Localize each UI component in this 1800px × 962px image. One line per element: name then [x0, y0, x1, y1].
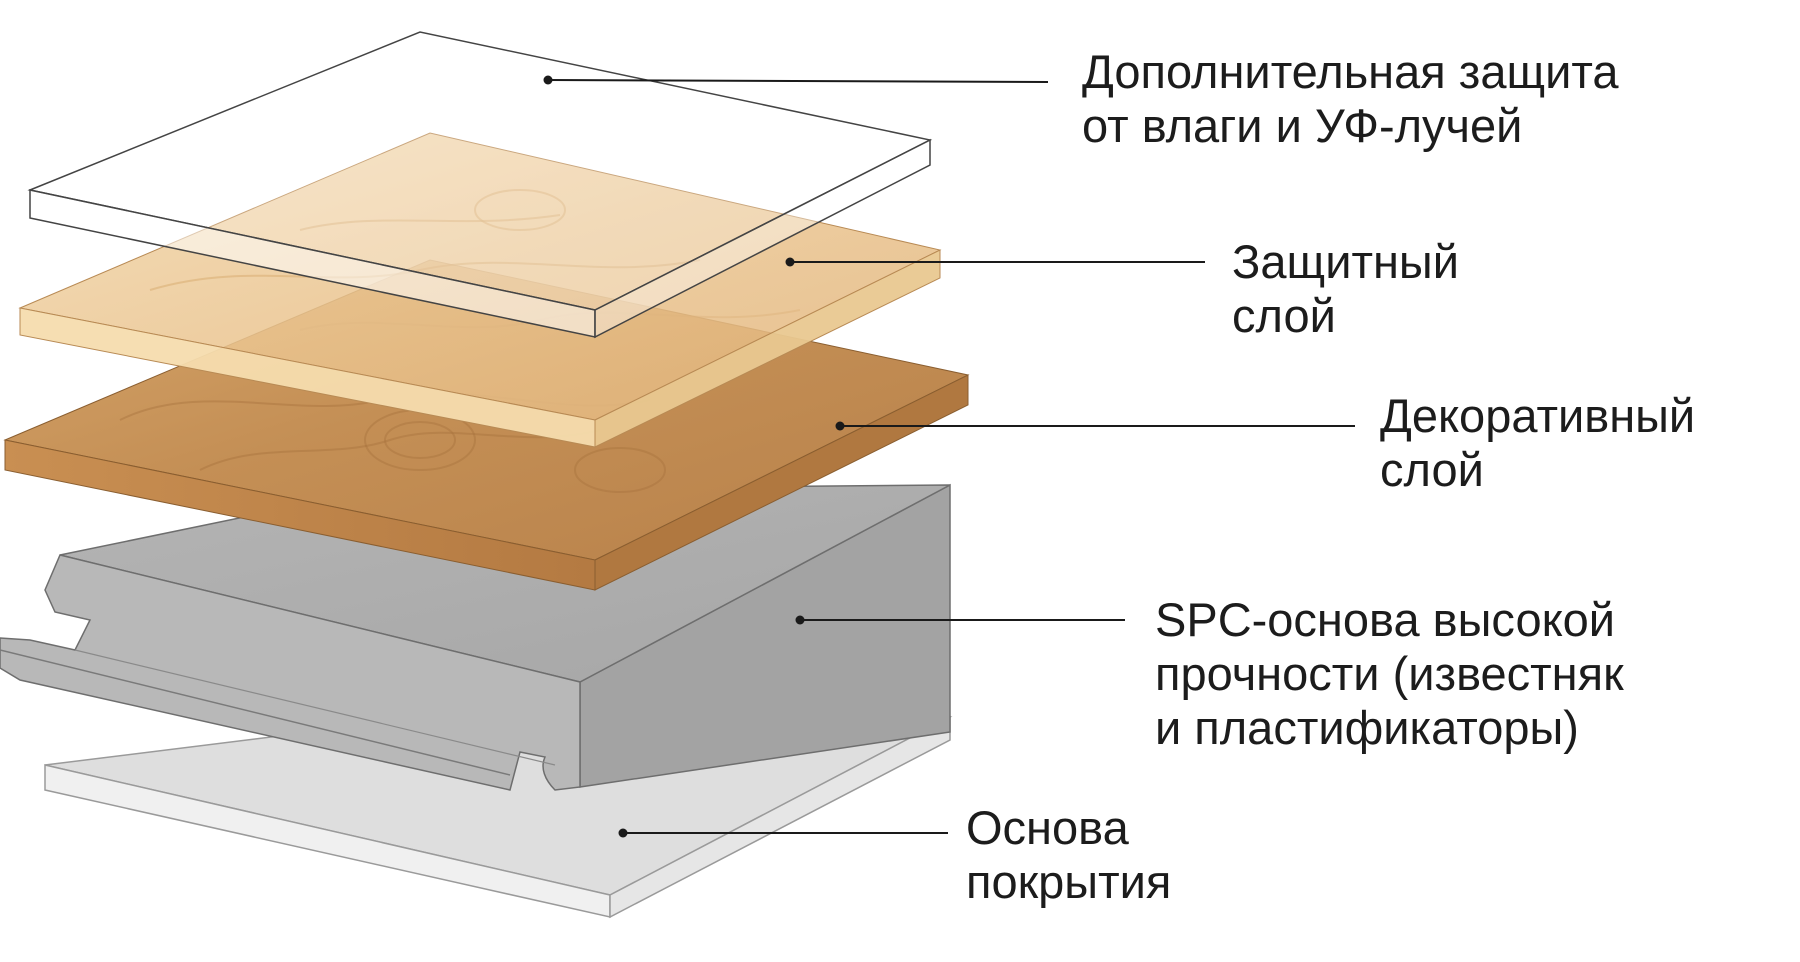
label-uv-line-2: от влаги и УФ-лучей [1082, 99, 1522, 152]
layer-protective [18, 132, 942, 448]
layer-spc-core [0, 483, 951, 791]
underlay-right-edge [609, 715, 951, 919]
label-underlay-line-1: Основа [966, 801, 1130, 854]
spc-tongue-line [74, 649, 556, 766]
label-uv-line-1: Дополнительная защита [1082, 45, 1619, 98]
protective-grain [149, 189, 701, 291]
protective-right-edge [594, 249, 941, 448]
spc-groove-line [0, 649, 511, 776]
decorative-right-edge [594, 374, 969, 591]
label-uv-protection: Дополнительная защита от влаги и УФ-луче… [1082, 45, 1632, 152]
leader-spc [795, 615, 1125, 625]
label-underlay-line-2: покрытия [966, 855, 1171, 908]
leader-protective [785, 257, 1205, 267]
label-spc-line-1: SPC-основа высокой [1155, 593, 1615, 646]
leader-decorative [835, 421, 1355, 431]
label-decorative-line-2: слой [1380, 443, 1484, 496]
uv-right-edge [594, 138, 931, 339]
label-decorative: Декоративный слой [1380, 389, 1708, 496]
label-protective: Защитный слой [1232, 235, 1472, 342]
label-spc-line-3: и пластификаторы) [1155, 701, 1579, 754]
label-decorative-line-1: Декоративный [1380, 389, 1695, 442]
label-protective-line-2: слой [1232, 289, 1336, 342]
leader-line-uv [547, 79, 1049, 83]
leader-underlay [618, 828, 948, 838]
layer-uv-protection [27, 31, 933, 339]
label-underlay: Основа покрытия [966, 801, 1171, 908]
label-spc-core: SPC-основа высокой прочности (известняк … [1155, 593, 1637, 754]
leader-uv [543, 75, 1049, 85]
label-protective-line-1: Защитный [1232, 235, 1459, 288]
label-spc-line-2: прочности (известняк [1155, 647, 1624, 700]
